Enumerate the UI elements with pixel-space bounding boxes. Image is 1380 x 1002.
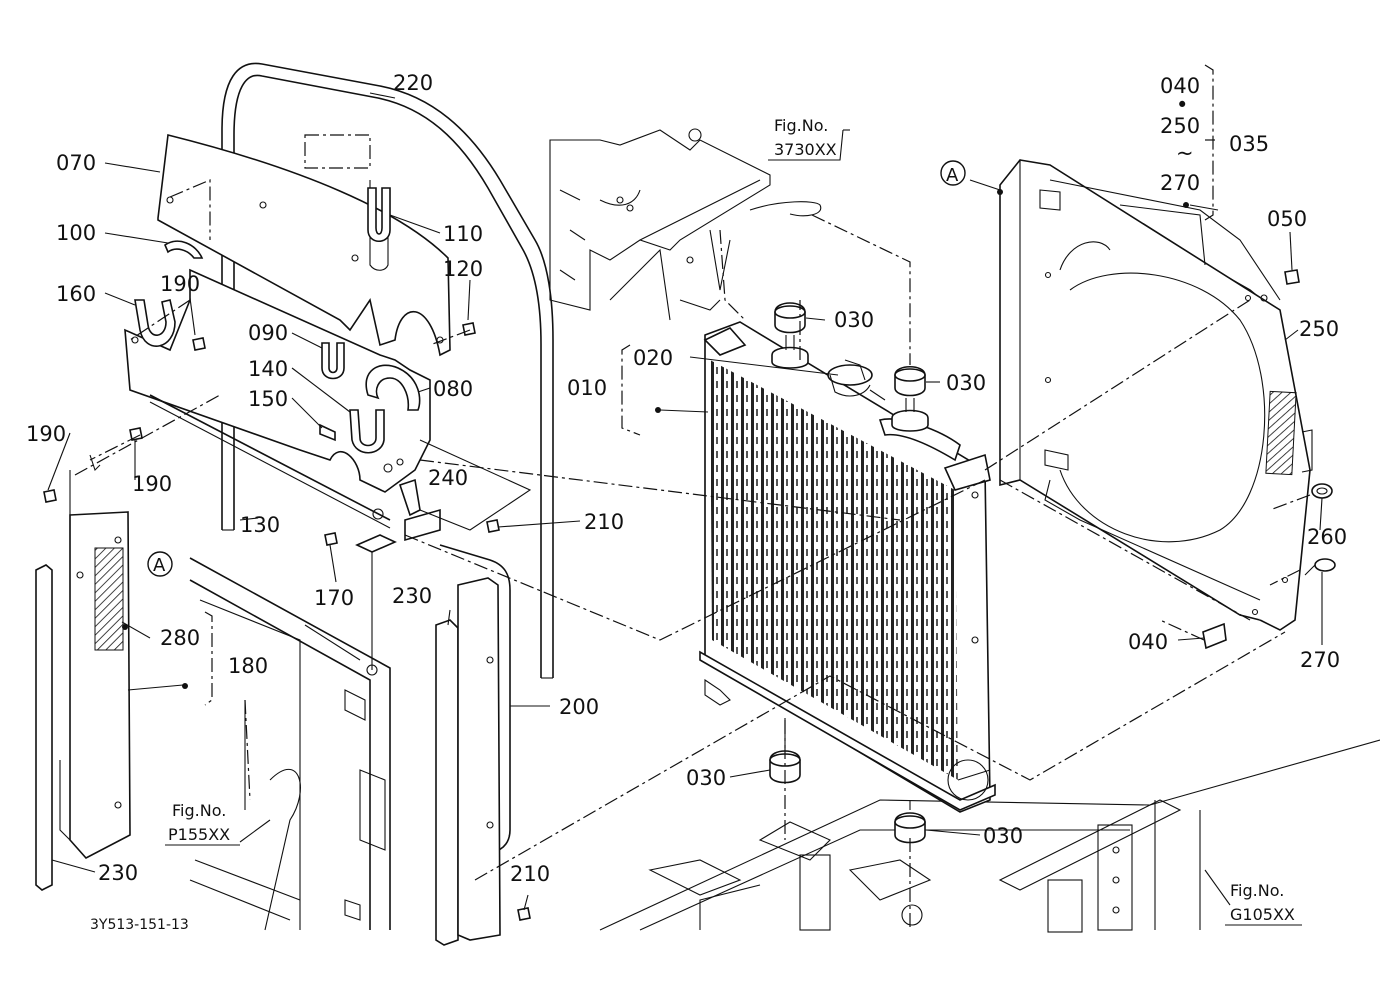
figure-ref-3730xx: Fig.No. 3730XX xyxy=(774,116,837,159)
label-030-top-right: 030 xyxy=(946,371,986,395)
label-210-a: 210 xyxy=(584,510,624,534)
label-035: 035 xyxy=(1229,132,1269,156)
plate-070-drawing xyxy=(157,134,451,357)
mount-bracket-drawing xyxy=(549,128,822,321)
label-250-top: 250 xyxy=(1160,114,1200,138)
bracket-170-drawing xyxy=(355,508,397,670)
label-010: 010 xyxy=(567,376,607,400)
u-clip-090 xyxy=(321,342,345,380)
isolator-030-bottom-left xyxy=(769,718,801,784)
seal-220-drawing xyxy=(221,62,554,679)
label-270: 270 xyxy=(1300,648,1340,672)
label-040: 040 xyxy=(1128,630,1168,654)
label-160: 160 xyxy=(56,282,96,306)
isolator-030-bottom-right xyxy=(894,800,926,844)
label-110: 110 xyxy=(443,222,483,246)
side-seal-230-right xyxy=(435,577,501,946)
callout-a-top: A xyxy=(940,160,966,186)
bolts-left xyxy=(43,322,531,921)
figure-ref-underlines xyxy=(165,129,1302,926)
u-clip-110 xyxy=(367,187,391,243)
label-190-b: 190 xyxy=(26,422,66,446)
label-120: 120 xyxy=(443,257,483,281)
range-tilde: ~ xyxy=(1176,141,1194,165)
isolator-030-top-right xyxy=(891,365,929,432)
fan-shroud-drawing xyxy=(999,158,1313,631)
svg-text:Fig.No.: Fig.No. xyxy=(172,801,226,820)
clip-080 xyxy=(365,364,421,411)
label-230-b: 230 xyxy=(392,584,432,608)
cab-frame-drawing xyxy=(189,557,391,931)
drawing-code: 3Y513-151-13 xyxy=(90,917,189,933)
label-080: 080 xyxy=(433,377,473,401)
pin-150 xyxy=(319,423,336,442)
svg-text:Fig.No.: Fig.No. xyxy=(1230,881,1284,900)
label-050: 050 xyxy=(1267,207,1307,231)
callout-a-left: A xyxy=(147,551,173,577)
u-clip-140 xyxy=(349,409,385,454)
svg-text:A: A xyxy=(946,165,959,186)
rod-130-drawing xyxy=(149,394,391,529)
bracket-240-drawing xyxy=(398,439,532,542)
label-180: 180 xyxy=(228,654,268,678)
label-150: 150 xyxy=(248,387,288,411)
label-230-a: 230 xyxy=(98,861,138,885)
clip-100 xyxy=(164,240,204,259)
radiator-cap-020 xyxy=(827,359,886,401)
label-240: 240 xyxy=(428,466,468,490)
figure-ref-p155xx: Fig.No. P155XX xyxy=(168,801,230,844)
callout-dots xyxy=(122,189,1189,689)
u-clip-160 xyxy=(134,299,176,347)
label-030-bottom-right: 030 xyxy=(983,824,1023,848)
part-labels: 220 070 100 110 120 160 190 090 140 080 … xyxy=(26,71,1347,886)
label-200: 200 xyxy=(559,695,599,719)
label-040-top: 040 xyxy=(1160,74,1200,98)
label-030-top-left: 030 xyxy=(834,308,874,332)
radiator-drawing xyxy=(699,321,996,813)
label-130: 130 xyxy=(240,513,280,537)
svg-text:3730XX: 3730XX xyxy=(774,140,837,159)
svg-text:Fig.No.: Fig.No. xyxy=(774,116,828,135)
svg-text:A: A xyxy=(153,555,166,576)
label-280: 280 xyxy=(160,626,200,650)
label-260: 260 xyxy=(1307,525,1347,549)
label-090: 090 xyxy=(248,321,288,345)
side-seal-230-left xyxy=(35,564,53,891)
label-210-b: 210 xyxy=(510,862,550,886)
machine-frame-drawing xyxy=(599,739,1380,933)
label-070: 070 xyxy=(56,151,96,175)
figure-ref-g105xx: Fig.No. G105XX xyxy=(1230,881,1295,924)
label-270-top: 270 xyxy=(1160,171,1200,195)
isolator-030-top-left xyxy=(771,302,809,369)
label-140: 140 xyxy=(248,357,288,381)
label-250: 250 xyxy=(1299,317,1339,341)
range-dot: • xyxy=(1176,93,1188,117)
label-190-a: 190 xyxy=(160,272,200,296)
label-030-bottom-left: 030 xyxy=(686,766,726,790)
label-170: 170 xyxy=(314,586,354,610)
svg-text:G105XX: G105XX xyxy=(1230,905,1295,924)
svg-text:P155XX: P155XX xyxy=(168,825,230,844)
hose-200-drawing xyxy=(439,544,511,853)
side-panel-180 xyxy=(59,454,131,859)
label-220: 220 xyxy=(393,71,433,95)
label-020: 020 xyxy=(633,346,673,370)
clamps-right xyxy=(1202,269,1336,650)
dashed-reference-lines xyxy=(74,64,1311,930)
label-100: 100 xyxy=(56,221,96,245)
label-190-c: 190 xyxy=(132,472,172,496)
